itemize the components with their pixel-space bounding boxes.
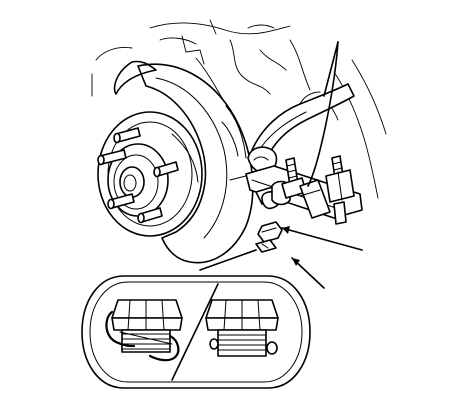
- threaded-stud: [217, 329, 267, 357]
- wheel-stud: [97, 149, 127, 166]
- cotter-pin: [105, 310, 180, 362]
- castle-nut: [205, 299, 279, 331]
- castle-nut: [257, 221, 283, 243]
- lower-control-arm: [251, 41, 355, 157]
- castle-nut: [111, 299, 183, 331]
- tool-pressure-bolt: [325, 155, 355, 225]
- cotter-pin: [255, 239, 277, 253]
- detail-callout-oval: [81, 275, 311, 389]
- wheel-stud: [107, 193, 135, 210]
- ball-joint-remover-tool: [245, 157, 363, 219]
- brake-disc: [113, 60, 254, 264]
- cotter-pin-hole: [209, 338, 278, 355]
- threaded-stud: [121, 329, 171, 353]
- callout-panel-cotter-pin-installed: [105, 299, 183, 362]
- callout-panel-cotter-pin-removed: [205, 299, 279, 357]
- wheel-stud: [137, 207, 163, 224]
- wheel-stud: [113, 127, 141, 144]
- leader-lines: [199, 41, 363, 289]
- wheel-studs: [97, 127, 179, 224]
- wheel-stud: [153, 161, 179, 178]
